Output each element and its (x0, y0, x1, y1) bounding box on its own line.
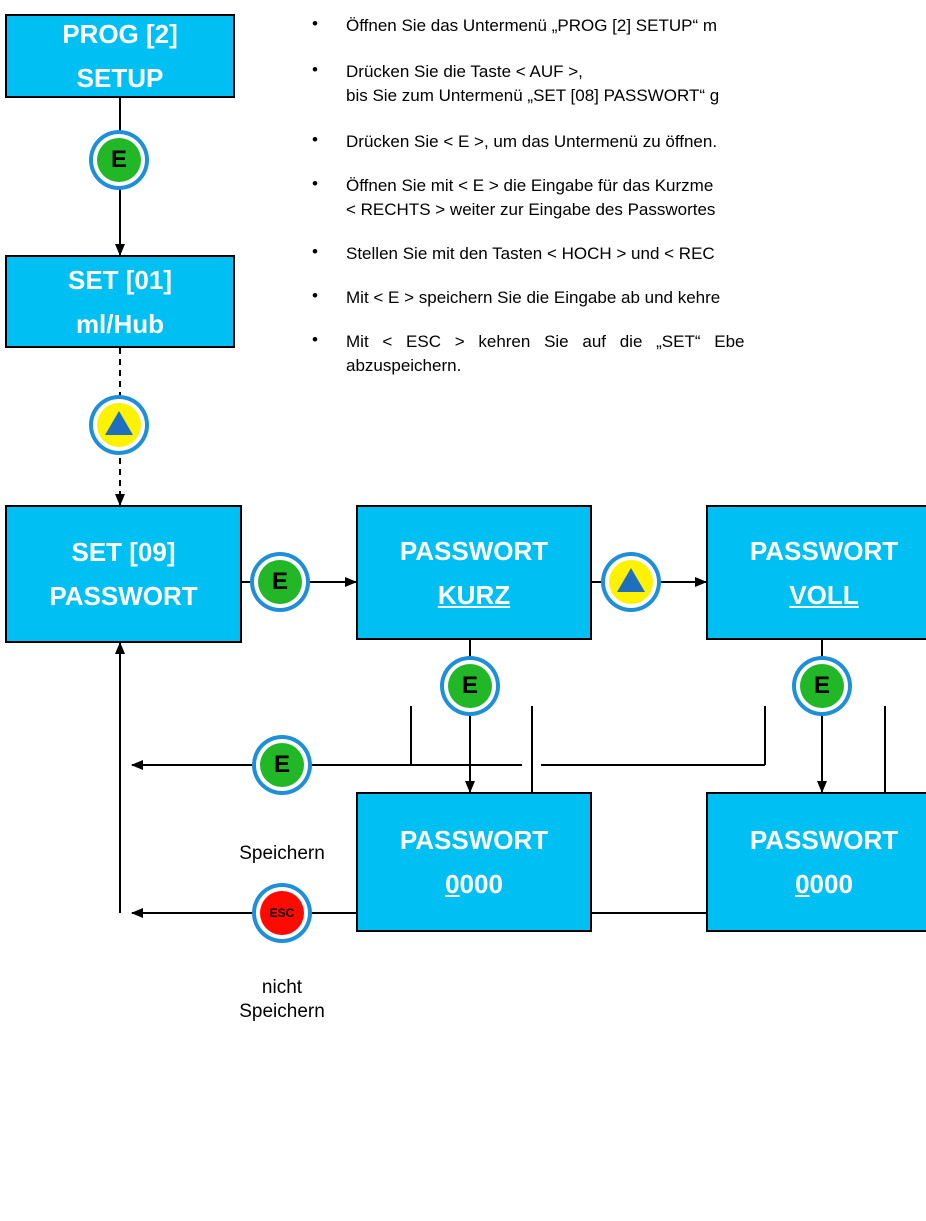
up-key-face (97, 403, 141, 447)
instruction-line: Mit < ESC > kehren Sie auf die „SET“ Ebe (346, 332, 745, 351)
instruction-line: Öffnen Sie mit < E > die Eingabe für das… (346, 176, 714, 195)
bullet: • (312, 174, 318, 193)
box-line: PASSWORT (49, 581, 198, 611)
instruction-line: bis Sie zum Untermenü „SET [08] PASSWORT… (346, 86, 720, 105)
box-line: PASSWORT (749, 535, 899, 566)
e-key-button[interactable]: E (440, 656, 500, 716)
bullet: • (312, 242, 318, 261)
e-key-label: E (97, 138, 141, 182)
box-line: PROG [2] (62, 19, 178, 49)
menu-box-passwort-entry-voll: PASSWORT 0000 (706, 792, 926, 932)
box-line: VOLL (789, 579, 859, 610)
bullet: • (312, 330, 318, 349)
label-line: Speichern (239, 1001, 325, 1022)
box-line: PASSWORT (399, 825, 549, 855)
password-digits: 0000 (795, 862, 853, 906)
bullet: • (312, 286, 318, 305)
box-line: SET [01] (67, 264, 173, 295)
up-key-button[interactable] (601, 552, 661, 612)
menu-box-passwort-kurz: PASSWORT KURZ (356, 505, 592, 640)
box-line: PASSWORT (749, 825, 899, 855)
e-key-button[interactable]: E (250, 552, 310, 612)
e-key-label: E (258, 560, 302, 604)
bullet: • (312, 130, 318, 149)
instruction-line: Drücken Sie die Taste < AUF >, (346, 62, 583, 81)
e-save-button[interactable]: E (252, 735, 312, 795)
menu-box-set09-passwort: SET [09] PASSWORT (5, 505, 242, 643)
instruction-line: Stellen Sie mit den Tasten < HOCH > und … (346, 244, 715, 263)
password-cursor-digit: 0 (795, 869, 810, 899)
speichern-label: Speichern (239, 843, 325, 864)
password-rest-digits: 000 (459, 869, 503, 899)
esc-button[interactable]: ESC (252, 883, 312, 943)
e-key-label: E (260, 743, 304, 787)
up-key-face (609, 560, 653, 604)
instruction-line: Öffnen Sie das Untermenü „PROG [2] SETUP… (346, 16, 717, 35)
up-arrow-icon (105, 411, 133, 435)
instruction-line: Mit < E > speichern Sie die Eingabe ab u… (346, 288, 721, 307)
instruction-line: < RECHTS > weiter zur Eingabe des Passwo… (346, 200, 716, 219)
e-key-label: E (448, 664, 492, 708)
e-key-label: E (800, 664, 844, 708)
box-line: PASSWORT (399, 535, 549, 566)
e-key-button[interactable]: E (89, 130, 149, 190)
menu-box-set01: SET [01] ml/Hub (5, 255, 235, 348)
box-line: SET [09] (71, 537, 176, 567)
box-line: SETUP (76, 63, 164, 93)
password-digits: 0000 (445, 862, 503, 906)
esc-key-label: ESC (260, 891, 304, 935)
e-key-button[interactable]: E (792, 656, 852, 716)
up-arrow-icon (617, 568, 645, 592)
box-line: ml/Hub (75, 308, 165, 339)
instruction-line: abzuspeichern. (346, 356, 462, 375)
nicht-speichern-label: nicht Speichern (212, 976, 352, 1024)
menu-box-passwort-entry-kurz: PASSWORT 0000 (356, 792, 592, 932)
label-line: nicht (261, 977, 303, 998)
password-rest-digits: 000 (809, 869, 853, 899)
bullet: • (312, 14, 318, 33)
instruction-line: Drücken Sie < E >, um das Untermenü zu ö… (346, 132, 718, 151)
box-line: KURZ (437, 579, 511, 610)
bullet: • (312, 60, 318, 79)
up-key-button[interactable] (89, 395, 149, 455)
menu-box-passwort-voll: PASSWORT VOLL (706, 505, 926, 640)
password-cursor-digit: 0 (445, 869, 460, 899)
menu-box-prog-setup: PROG [2] SETUP (5, 14, 235, 98)
